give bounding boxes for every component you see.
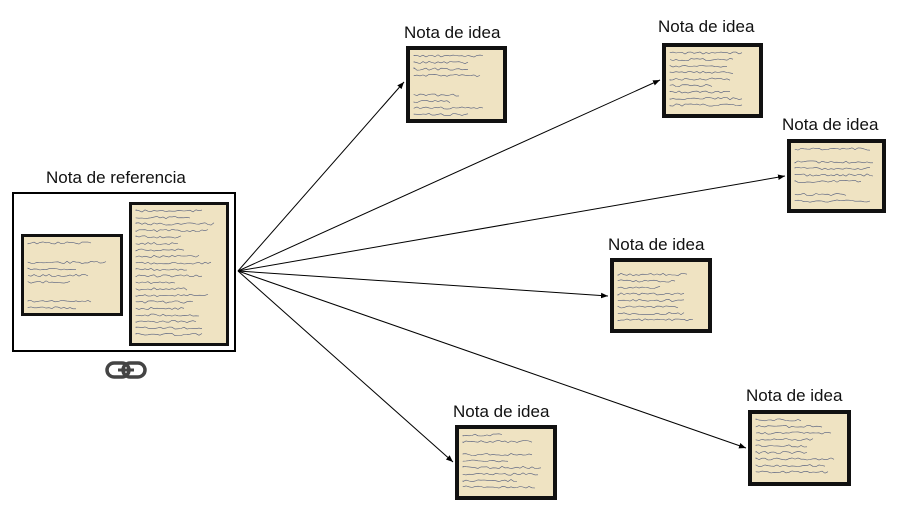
idea-note-card — [406, 46, 507, 123]
idea-note-paper — [752, 414, 847, 482]
arrow-to-idea-3 — [237, 174, 786, 272]
arrow-to-idea-4 — [237, 270, 609, 299]
idea-note-label: Nota de idea — [453, 402, 550, 421]
idea-note-label: Nota de idea — [746, 386, 843, 405]
idea-note-card — [610, 258, 712, 333]
idea-note-card — [662, 43, 763, 118]
handwriting-texture — [617, 273, 694, 322]
idea-note-paper — [459, 429, 553, 496]
idea-note-paper — [666, 47, 759, 114]
idea-note-card — [787, 139, 886, 213]
handwriting-texture — [27, 241, 107, 310]
reference-card-tall — [129, 202, 229, 346]
handwriting-texture — [755, 418, 835, 474]
handwriting-texture — [135, 209, 215, 337]
idea-note-paper — [614, 262, 708, 329]
arrow-to-idea-5 — [237, 270, 454, 463]
arrow-to-idea-2 — [237, 79, 661, 272]
reference-card-small-paper — [24, 237, 120, 313]
idea-note-card — [748, 410, 851, 486]
reference-note-frame — [12, 192, 236, 352]
reference-card-tall-paper — [132, 205, 226, 343]
handwriting-texture — [794, 147, 874, 203]
idea-note-card — [455, 425, 557, 500]
idea-note-label: Nota de idea — [782, 115, 879, 134]
arrow-to-idea-1 — [237, 81, 405, 272]
arrow-to-idea-6 — [237, 270, 747, 449]
reference-note-label: Nota de referencia — [46, 168, 186, 187]
idea-note-label: Nota de idea — [658, 17, 755, 36]
reference-card-small — [21, 234, 123, 316]
idea-note-paper — [410, 50, 503, 119]
idea-note-paper — [791, 143, 882, 209]
idea-note-label: Nota de idea — [608, 235, 705, 254]
link-icon — [105, 361, 147, 379]
idea-note-label: Nota de idea — [404, 23, 501, 42]
handwriting-texture — [462, 433, 542, 489]
handwriting-texture — [413, 54, 484, 117]
handwriting-texture — [669, 51, 743, 107]
